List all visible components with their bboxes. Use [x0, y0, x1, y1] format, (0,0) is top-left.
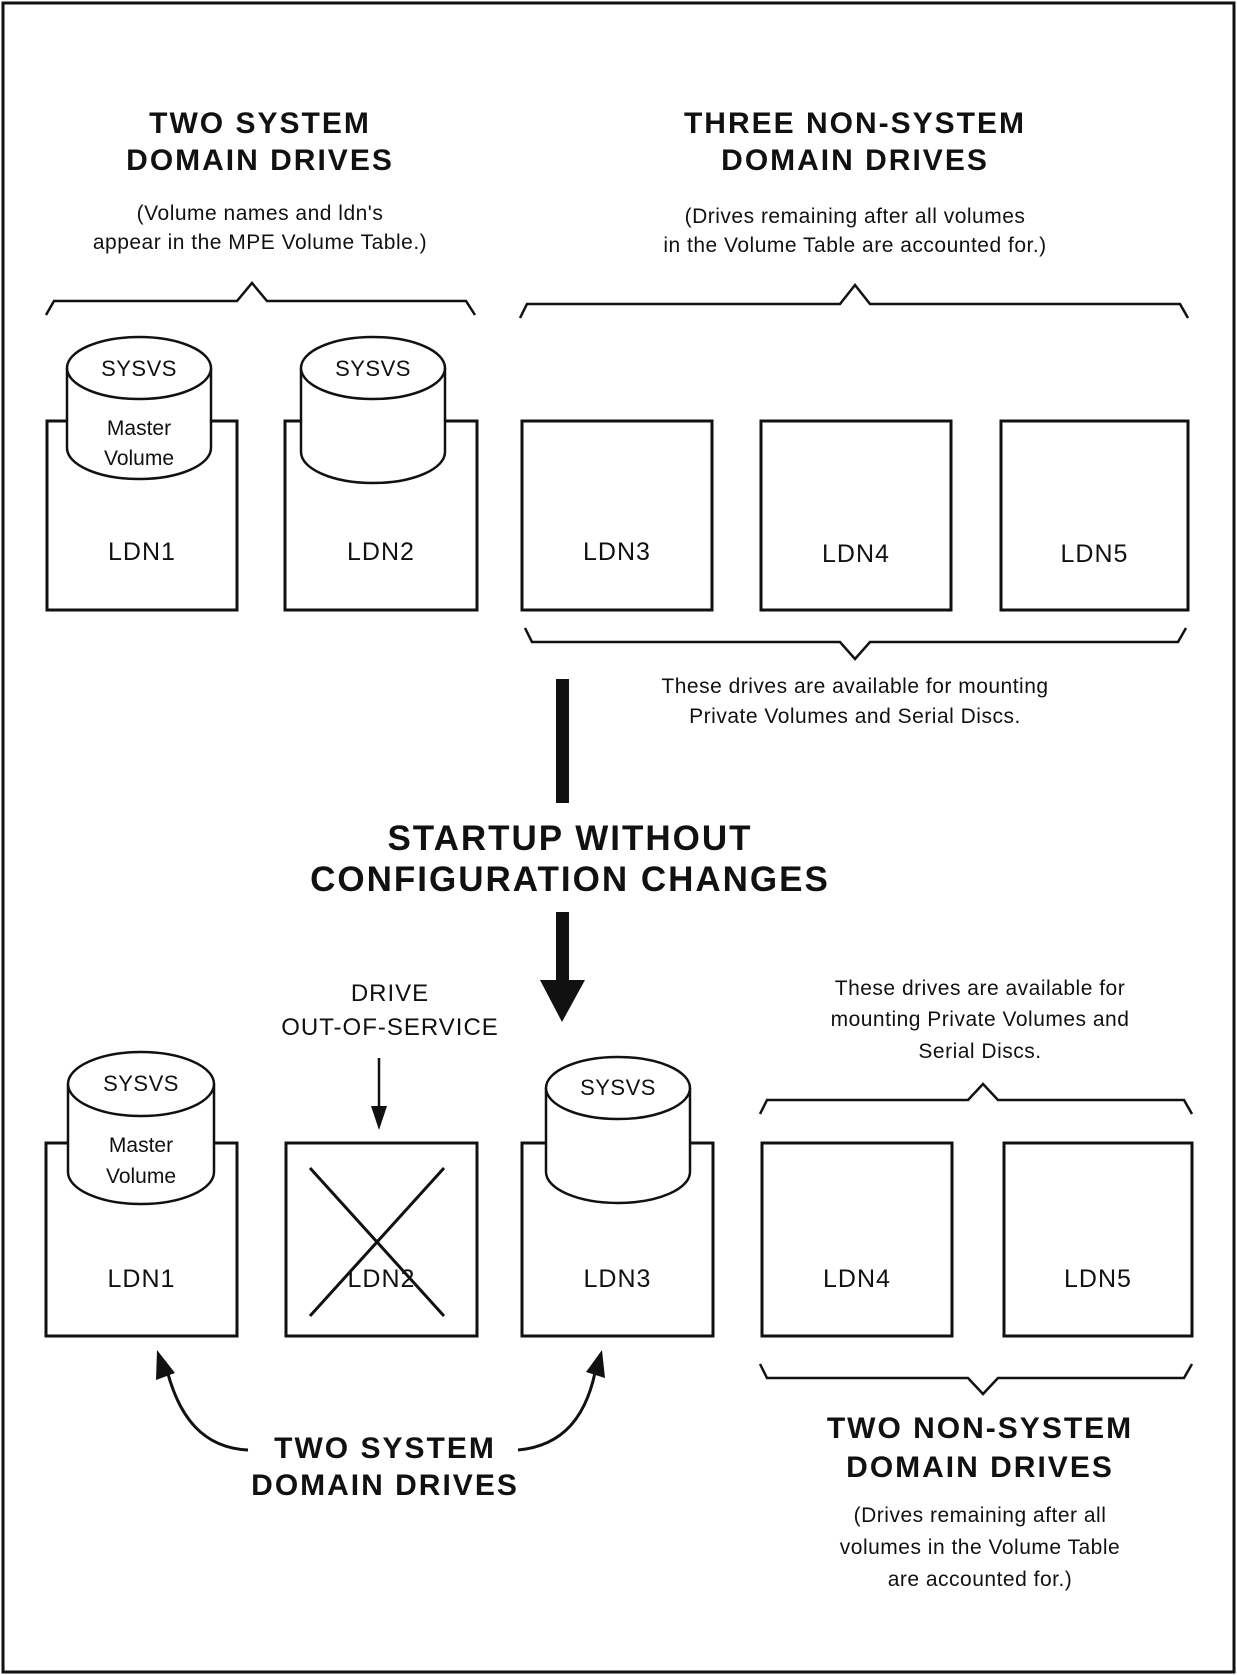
bottom-available-note-line3: Serial Discs.: [918, 1040, 1042, 1063]
bottom-ldn1-cylinder: [66, 1050, 216, 1206]
top-ldn4-label: LDN4: [822, 540, 890, 568]
top-available-note-line1: These drives are available for mounting: [661, 675, 1049, 698]
transition-arrowhead: [540, 980, 585, 1022]
bottom-nonsystem-note-line3: are accounted for.): [887, 1568, 1073, 1591]
top-system-brace: [44, 281, 477, 316]
top-ldn1-cylinder: [65, 335, 213, 481]
top-ldn5-drive: [999, 419, 1190, 612]
bottom-system-title-line2: DOMAIN DRIVES: [251, 1469, 519, 1502]
top-system-note-line2: appear in the MPE Volume Table.): [92, 231, 428, 254]
top-available-brace: [523, 627, 1188, 661]
top-ldn1-volume-line1: Master: [106, 417, 172, 440]
bottom-ldn1-cylinder-label: SYSVS: [103, 1071, 179, 1096]
curved-arrow-to-ldn3-head: [586, 1350, 605, 1378]
transition-title-line2: CONFIGURATION CHANGES: [310, 860, 830, 899]
bottom-ldn3-cylinder: [544, 1055, 692, 1205]
top-ldn3-drive: [520, 419, 714, 612]
top-nonsystem-note-line1: (Drives remaining after all volumes: [684, 205, 1026, 228]
top-ldn1-cylinder-label: SYSVS: [101, 356, 177, 381]
top-available-note-line2: Private Volumes and Serial Discs.: [689, 705, 1021, 728]
top-nonsystem-title-line1: THREE NON-SYSTEM: [683, 107, 1027, 140]
curved-arrow-to-ldn3: [517, 1361, 599, 1452]
top-ldn3-label: LDN3: [583, 538, 651, 566]
out-of-service-arrowhead: [371, 1106, 387, 1130]
bottom-ldn4-label: LDN4: [823, 1265, 891, 1293]
bottom-ldn5-label: LDN5: [1064, 1265, 1132, 1293]
transition-title-line1: STARTUP WITHOUT: [387, 819, 753, 858]
bottom-nonsystem-note-line2: volumes in the Volume Table: [839, 1536, 1121, 1559]
top-ldn2-cylinder: [299, 335, 447, 485]
bottom-ldn1-volume-line1: Master: [108, 1134, 174, 1157]
top-ldn1-label: LDN1: [108, 538, 176, 566]
top-nonsystem-title-line2: DOMAIN DRIVES: [721, 144, 989, 177]
bottom-nonsystem-brace: [758, 1363, 1194, 1396]
bottom-ldn2-label: LDN2: [347, 1265, 416, 1293]
top-nonsystem-note-line2: in the Volume Table are accounted for.): [663, 234, 1047, 257]
top-ldn2-cylinder-label: SYSVS: [335, 356, 411, 381]
bottom-ldn1-label: LDN1: [107, 1265, 176, 1293]
bottom-ldn3-label: LDN3: [583, 1265, 652, 1293]
transition-bar-top: [556, 679, 569, 803]
bottom-available-brace: [758, 1082, 1194, 1115]
top-nonsystem-brace: [518, 282, 1190, 319]
top-system-note-line1: (Volume names and ldn's: [136, 202, 384, 225]
top-system-title-line2: DOMAIN DRIVES: [126, 144, 394, 177]
bottom-system-title-line1: TWO SYSTEM: [274, 1432, 496, 1465]
bottom-nonsystem-title-line2: DOMAIN DRIVES: [846, 1451, 1114, 1484]
out-of-service-label-line1: DRIVE: [350, 980, 430, 1007]
bottom-ldn4-drive: [760, 1141, 954, 1338]
top-ldn5-label: LDN5: [1060, 540, 1129, 568]
out-of-service-cross-b: [308, 1166, 446, 1318]
transition-bar-bottom: [556, 912, 569, 984]
top-ldn1-volume-line2: Volume: [103, 447, 175, 470]
bottom-available-note-line2: mounting Private Volumes and: [830, 1008, 1130, 1031]
bottom-available-note-line1: These drives are available for: [834, 977, 1126, 1000]
top-ldn4-drive: [759, 419, 953, 612]
bottom-ldn3-cylinder-label: SYSVS: [580, 1075, 656, 1100]
bottom-nonsystem-note-line1: (Drives remaining after all: [853, 1504, 1107, 1527]
bottom-ldn5-drive: [1002, 1141, 1194, 1338]
out-of-service-label-line2: OUT-OF-SERVICE: [281, 1014, 499, 1041]
curved-arrow-to-ldn1: [163, 1361, 249, 1452]
bottom-nonsystem-title-line1: TWO NON-SYSTEM: [826, 1412, 1134, 1445]
curved-arrow-to-ldn1-head: [156, 1350, 175, 1380]
top-system-title-line1: TWO SYSTEM: [149, 107, 371, 140]
bottom-ldn1-volume-line2: Volume: [105, 1165, 177, 1188]
top-ldn2-label: LDN2: [347, 538, 415, 566]
